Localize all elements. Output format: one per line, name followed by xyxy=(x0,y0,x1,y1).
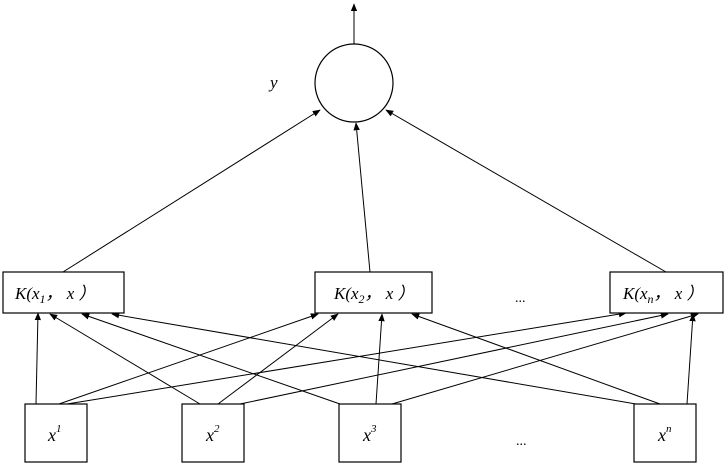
edge-x1-k2 xyxy=(58,313,319,405)
input-kernel-edges xyxy=(34,310,699,405)
kernel-label-sub: n xyxy=(648,292,654,306)
input-label-sup: n xyxy=(666,423,672,435)
edge-xn-k1 xyxy=(111,312,637,405)
svg-text:K(xn， x ）: K(xn， x ） xyxy=(622,284,704,306)
output-label: y xyxy=(268,73,278,92)
svg-text:K(x2， x ）: K(x2， x ） xyxy=(333,284,415,306)
kernel-node-1: K(x1， x ） xyxy=(2,271,125,314)
kernel-node-2: K(x2， x ） xyxy=(314,271,433,314)
input-label-base: x xyxy=(205,425,214,445)
edge-kn-output xyxy=(385,109,667,273)
kernel-label-suffix: ， x ） xyxy=(654,284,704,303)
input-node-2: x2 xyxy=(181,403,245,463)
edge-xn-k2 xyxy=(411,313,661,405)
kernel-label-suffix: ， x ） xyxy=(365,284,415,303)
edge-x2-kn xyxy=(239,312,669,405)
input-label-sup: 1 xyxy=(56,423,62,435)
kernel-label-prefix: K(x xyxy=(622,284,648,303)
svg-text:x2: x2 xyxy=(205,423,220,445)
kernel-label-prefix: K(x xyxy=(14,284,40,303)
kernel-node-n: K(xn， x ） xyxy=(609,271,724,314)
svg-text:xn: xn xyxy=(657,423,672,445)
kernel-ellipsis: ... xyxy=(515,291,526,306)
edge-x2-k1 xyxy=(49,313,201,405)
svg-text:K(x1， x ）: K(x1， x ） xyxy=(14,284,96,306)
edge-x2-k2 xyxy=(217,313,339,405)
input-label-base: x xyxy=(362,425,371,445)
edge-x3-kn xyxy=(391,312,699,405)
kernel-label-suffix: ， x ） xyxy=(46,284,96,303)
edge-x3-k2 xyxy=(375,313,385,405)
input-node-1: x1 xyxy=(24,403,88,463)
input-node-n: xn xyxy=(633,403,697,463)
edge-k2-output xyxy=(353,122,371,273)
output-node xyxy=(314,43,394,123)
kernel-label-sub: 2 xyxy=(359,292,365,306)
edge-k1-output xyxy=(62,109,321,273)
edge-x3-k1 xyxy=(81,313,341,405)
edge-x1-kn xyxy=(66,310,627,405)
svg-text:x1: x1 xyxy=(47,423,62,445)
edge-x1-k1 xyxy=(34,312,42,405)
edge-xn-kn xyxy=(686,313,696,405)
kernel-label-prefix: K(x xyxy=(333,284,359,303)
svg-text:x3: x3 xyxy=(362,423,377,445)
input-ellipsis: ... xyxy=(516,434,527,449)
input-label-base: x xyxy=(657,425,666,445)
kernel-label-sub: 1 xyxy=(40,292,46,306)
input-label-sup: 3 xyxy=(370,423,377,435)
input-label-base: x xyxy=(47,425,56,445)
input-label-sup: 2 xyxy=(214,423,220,435)
input-node-3: x3 xyxy=(338,403,402,463)
